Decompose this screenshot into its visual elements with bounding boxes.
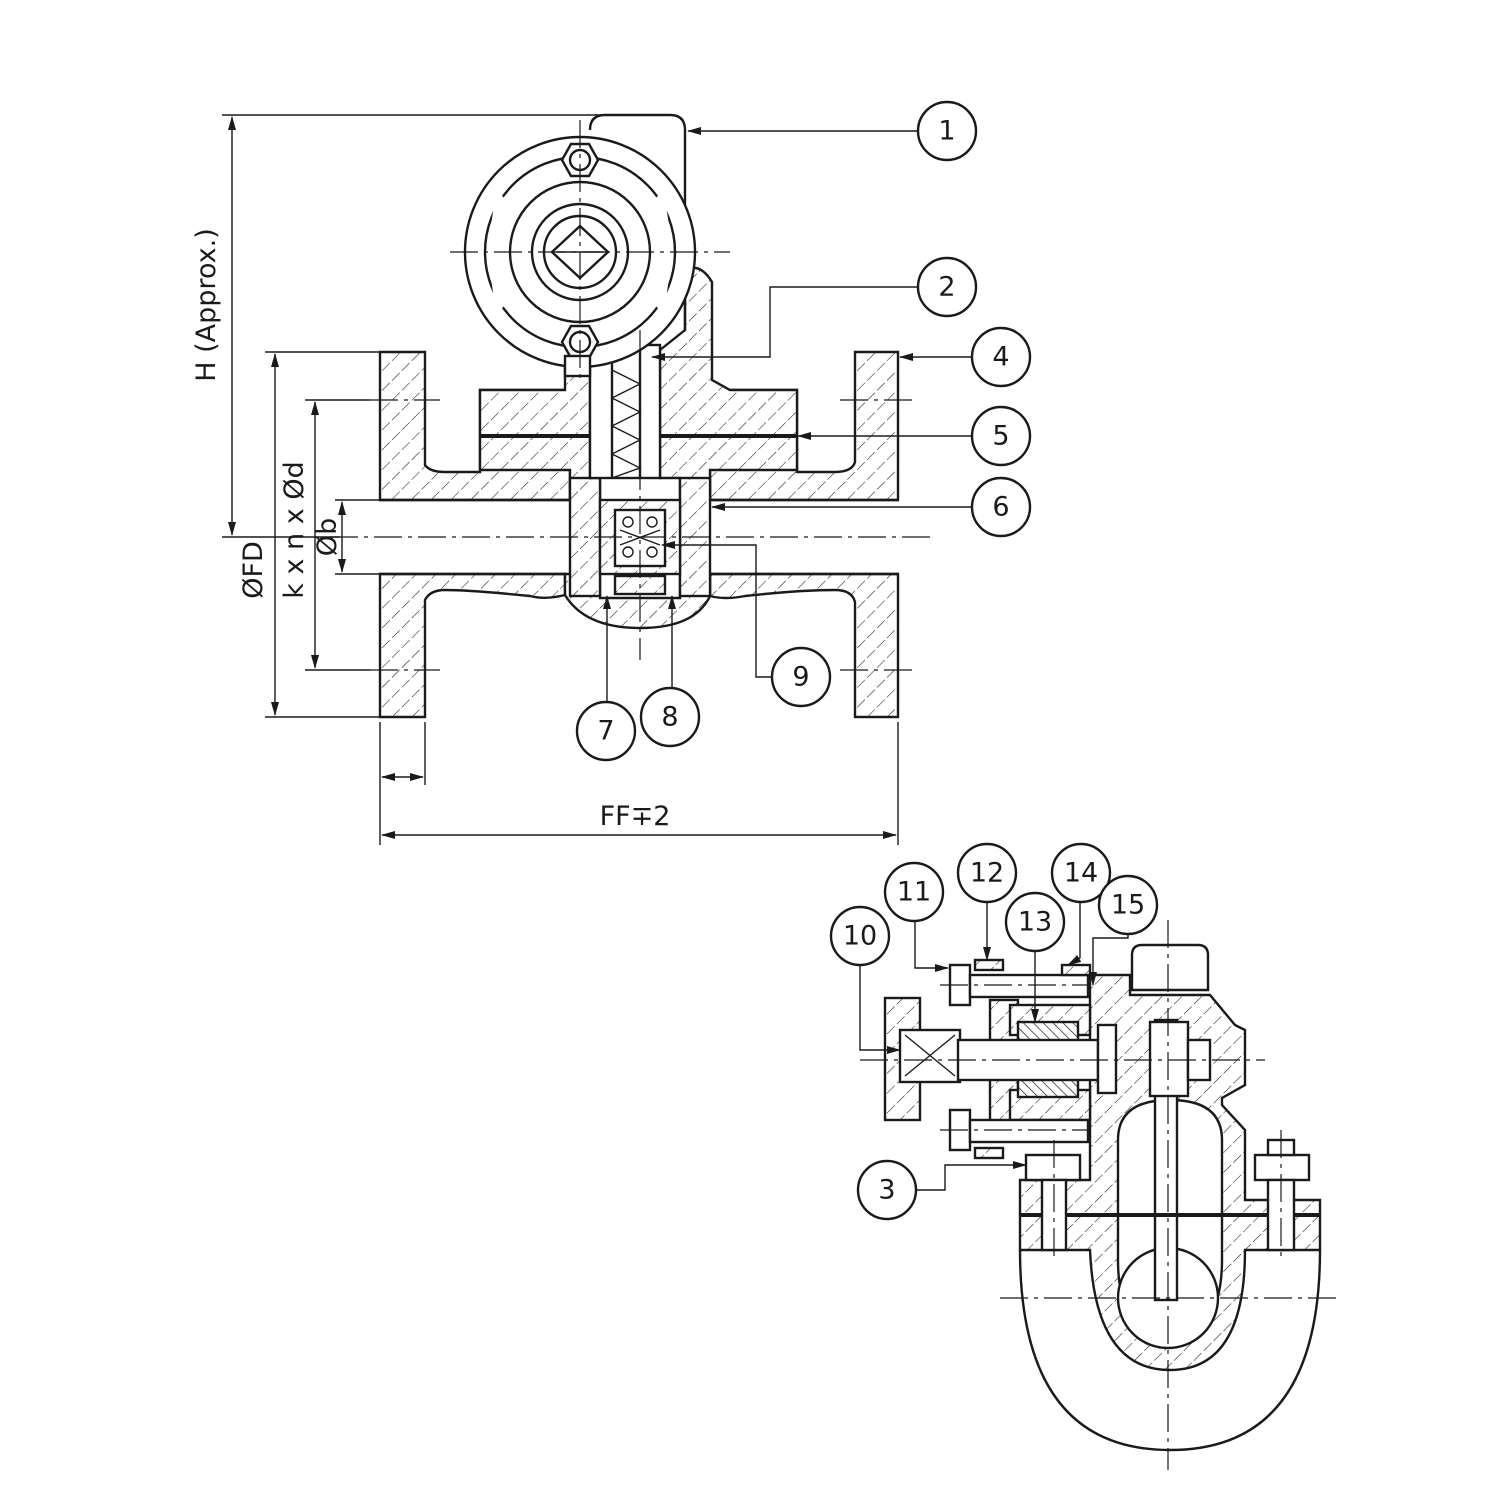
balloon-14-label: 14: [1064, 858, 1098, 889]
balloon-9-label: 9: [792, 662, 809, 693]
balloon-2: 2: [916, 256, 978, 318]
balloon-12: 12: [956, 842, 1018, 904]
balloon-13-label: 13: [1018, 907, 1052, 938]
balloon-8: 8: [639, 686, 701, 748]
dim-height-label: H (Approx.): [191, 228, 222, 381]
balloon-2-label: 2: [938, 272, 955, 303]
dim-bolt-circle-label: k x n x Ød: [279, 461, 310, 598]
balloon-15: 15: [1097, 874, 1159, 936]
balloon-14: 14: [1050, 842, 1112, 904]
balloon-15-label: 15: [1111, 890, 1145, 921]
left-flange-lower: [378, 572, 567, 719]
main-section-view: [330, 113, 930, 719]
balloon-4-label: 4: [992, 342, 1009, 373]
balloon-7: 7: [575, 700, 637, 762]
balloon-1: 1: [916, 100, 978, 162]
stem-housing: [588, 343, 662, 480]
balloon-8-label: 8: [661, 702, 678, 733]
detail-section-view: [859, 902, 1340, 1470]
dim-bore-label: Øb: [312, 518, 343, 556]
right-flange-lower: [708, 572, 900, 719]
balloon-13: 13: [1004, 891, 1066, 953]
balloon-11: 11: [883, 861, 945, 923]
balloon-9: 9: [770, 646, 832, 708]
balloon-6: 6: [970, 476, 1032, 538]
balloons: 1 2 3 4 5 6 7 8: [575, 100, 1159, 1221]
dimensions: H (Approx.) ØFD k x n x Ød Øb FF∓2: [191, 114, 899, 845]
balloon-5: 5: [970, 405, 1032, 467]
leaders-main: [603, 127, 972, 702]
top-nut: [560, 142, 600, 178]
balloon-6-label: 6: [992, 492, 1009, 523]
balloon-4: 4: [970, 326, 1032, 388]
balloon-5-label: 5: [992, 421, 1009, 452]
balloon-3-label: 3: [878, 1175, 895, 1206]
balloon-10: 10: [829, 905, 891, 967]
balloon-1-label: 1: [938, 116, 955, 147]
balloon-3: 3: [856, 1159, 918, 1221]
balloon-12-label: 12: [970, 858, 1004, 889]
dim-face-to-face-label: FF∓2: [600, 801, 671, 832]
balloon-10-label: 10: [843, 921, 877, 952]
balloon-11-label: 11: [897, 877, 931, 908]
dim-flange-diameter-label: ØFD: [238, 541, 269, 599]
balloon-7-label: 7: [597, 716, 614, 747]
spring: [610, 369, 642, 479]
